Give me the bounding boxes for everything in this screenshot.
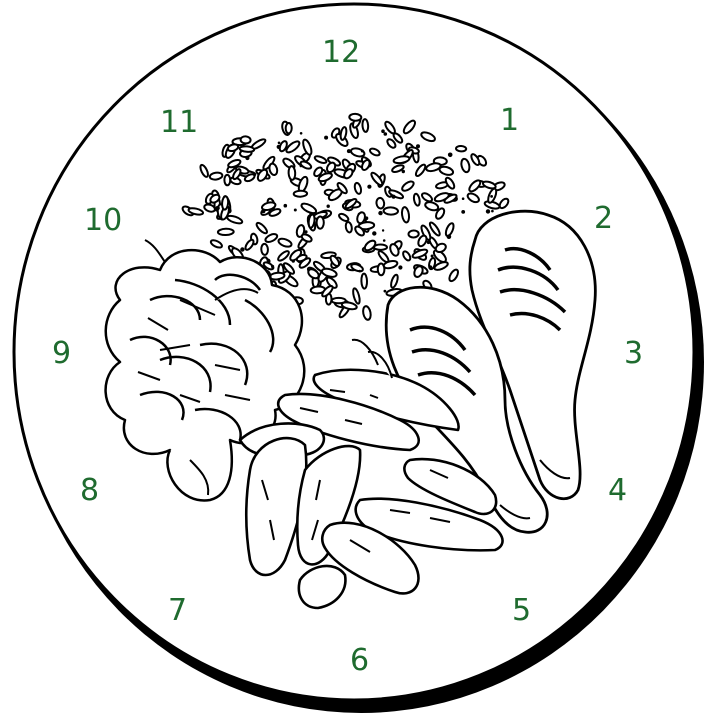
rice-shadow (431, 255, 434, 258)
rice-shadow (448, 153, 453, 158)
rice-grain (239, 146, 254, 153)
rice-shadow (327, 205, 330, 208)
rice-shadow (272, 267, 275, 270)
clock-number-11: 11 (160, 105, 198, 140)
clock-number-7: 7 (168, 593, 187, 628)
rice-grain (261, 244, 268, 255)
rice-shadow (378, 211, 382, 215)
rice-shadow (324, 136, 328, 140)
rice-shadow (486, 209, 490, 213)
rice-shadow (402, 170, 405, 173)
rice-shadow (240, 247, 244, 251)
rice-grain (376, 197, 385, 209)
clock-number-12: 12 (322, 35, 360, 70)
clock-number-8: 8 (80, 473, 99, 508)
rice-shadow (382, 229, 384, 231)
rice-shadow (358, 270, 361, 273)
rice-shadow (447, 234, 452, 239)
clock-number-5: 5 (512, 593, 531, 628)
rice-shadow (294, 209, 297, 212)
rice-shadow (277, 145, 281, 149)
rice-grain (240, 136, 250, 144)
rice-shadow (365, 216, 369, 220)
clock-number-10: 10 (84, 203, 122, 238)
clock-number-1: 1 (500, 103, 519, 138)
clock-number-9: 9 (52, 336, 71, 371)
rice-grain (286, 123, 292, 134)
rice-shadow (416, 144, 420, 148)
rice-grain (362, 119, 368, 132)
rice-grain (218, 229, 234, 236)
rice-shadow (309, 212, 313, 216)
rice-shadow (383, 239, 386, 242)
rice-shadow (347, 149, 351, 153)
rice-grain (308, 214, 315, 228)
rice-grain (294, 190, 308, 196)
rice-grain (317, 217, 324, 229)
rice-grain (374, 245, 387, 250)
rice-shadow (372, 231, 376, 235)
rice-shadow (427, 241, 431, 245)
rice-shadow (361, 150, 364, 153)
rice-shadow (292, 260, 295, 263)
rice-shadow (490, 195, 493, 198)
rice-shadow (461, 210, 465, 214)
rice-grain (222, 196, 229, 210)
rice-grain (456, 146, 466, 152)
rice-shadow (429, 265, 433, 269)
rice-grain (288, 166, 295, 180)
rice-grain (378, 263, 385, 275)
rice-shadow (278, 142, 281, 145)
rice-shadow (384, 290, 387, 293)
rice-shadow (261, 209, 265, 213)
rice-shadow (284, 204, 288, 208)
clock-number-3: 3 (624, 336, 643, 371)
rice-grain (209, 172, 222, 180)
rice-grain (408, 230, 418, 237)
rice-shadow (392, 195, 396, 199)
clock-number-2: 2 (594, 201, 613, 236)
rice-shadow (215, 206, 219, 210)
clock-number-4: 4 (608, 473, 627, 508)
rice-grain (361, 274, 367, 289)
rice-grain (332, 298, 346, 303)
rice-grain (349, 114, 361, 121)
rice-shadow (462, 197, 465, 200)
rice-shadow (245, 156, 249, 160)
rice-shadow (491, 210, 494, 213)
rice-shadow (300, 165, 303, 168)
rice-shadow (367, 185, 371, 189)
rice-shadow (398, 265, 402, 269)
rice-shadow (381, 129, 385, 133)
rice-shadow (384, 132, 388, 136)
clock-number-6: 6 (350, 643, 369, 678)
rice-grain (383, 207, 398, 215)
rice-shadow (304, 230, 307, 233)
rice-shadow (300, 132, 303, 135)
